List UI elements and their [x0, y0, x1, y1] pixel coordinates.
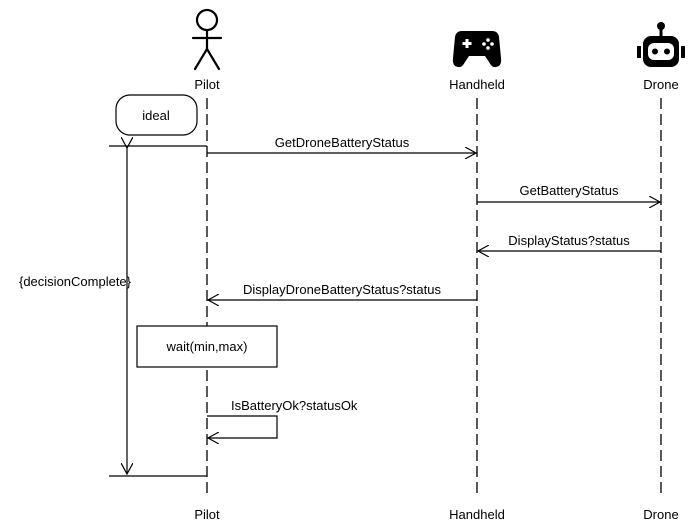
participant-label-drone-top: Drone: [643, 77, 678, 92]
constraint-label: {decisionComplete}: [19, 274, 132, 289]
message-label-is-battery-ok: IsBatteryOk?statusOk: [231, 398, 358, 413]
participant-label-handheld-top: Handheld: [449, 77, 505, 92]
state-label: ideal: [142, 108, 170, 123]
message-arrow-is-battery-ok: [207, 415, 278, 438]
message-label-display-drone-battery-status: DisplayDroneBatteryStatus?status: [243, 282, 441, 297]
gamepad-icon: [452, 31, 502, 68]
participant-label-drone-bottom: Drone: [643, 507, 678, 521]
message-label-display-status: DisplayStatus?status: [508, 233, 630, 248]
participant-label-pilot-bottom: Pilot: [194, 507, 220, 521]
action-label: wait(min,max): [166, 339, 248, 354]
message-label-get-drone-battery-status: GetDroneBatteryStatus: [275, 135, 410, 150]
action-box: [136, 325, 278, 368]
participant-label-pilot-top: Pilot: [194, 77, 220, 92]
state-box: [115, 94, 198, 136]
stick-figure-icon: [191, 8, 223, 71]
message-label-get-battery-status: GetBatteryStatus: [520, 183, 619, 198]
robot-icon: [637, 22, 685, 67]
participant-label-handheld-bottom: Handheld: [449, 507, 505, 521]
